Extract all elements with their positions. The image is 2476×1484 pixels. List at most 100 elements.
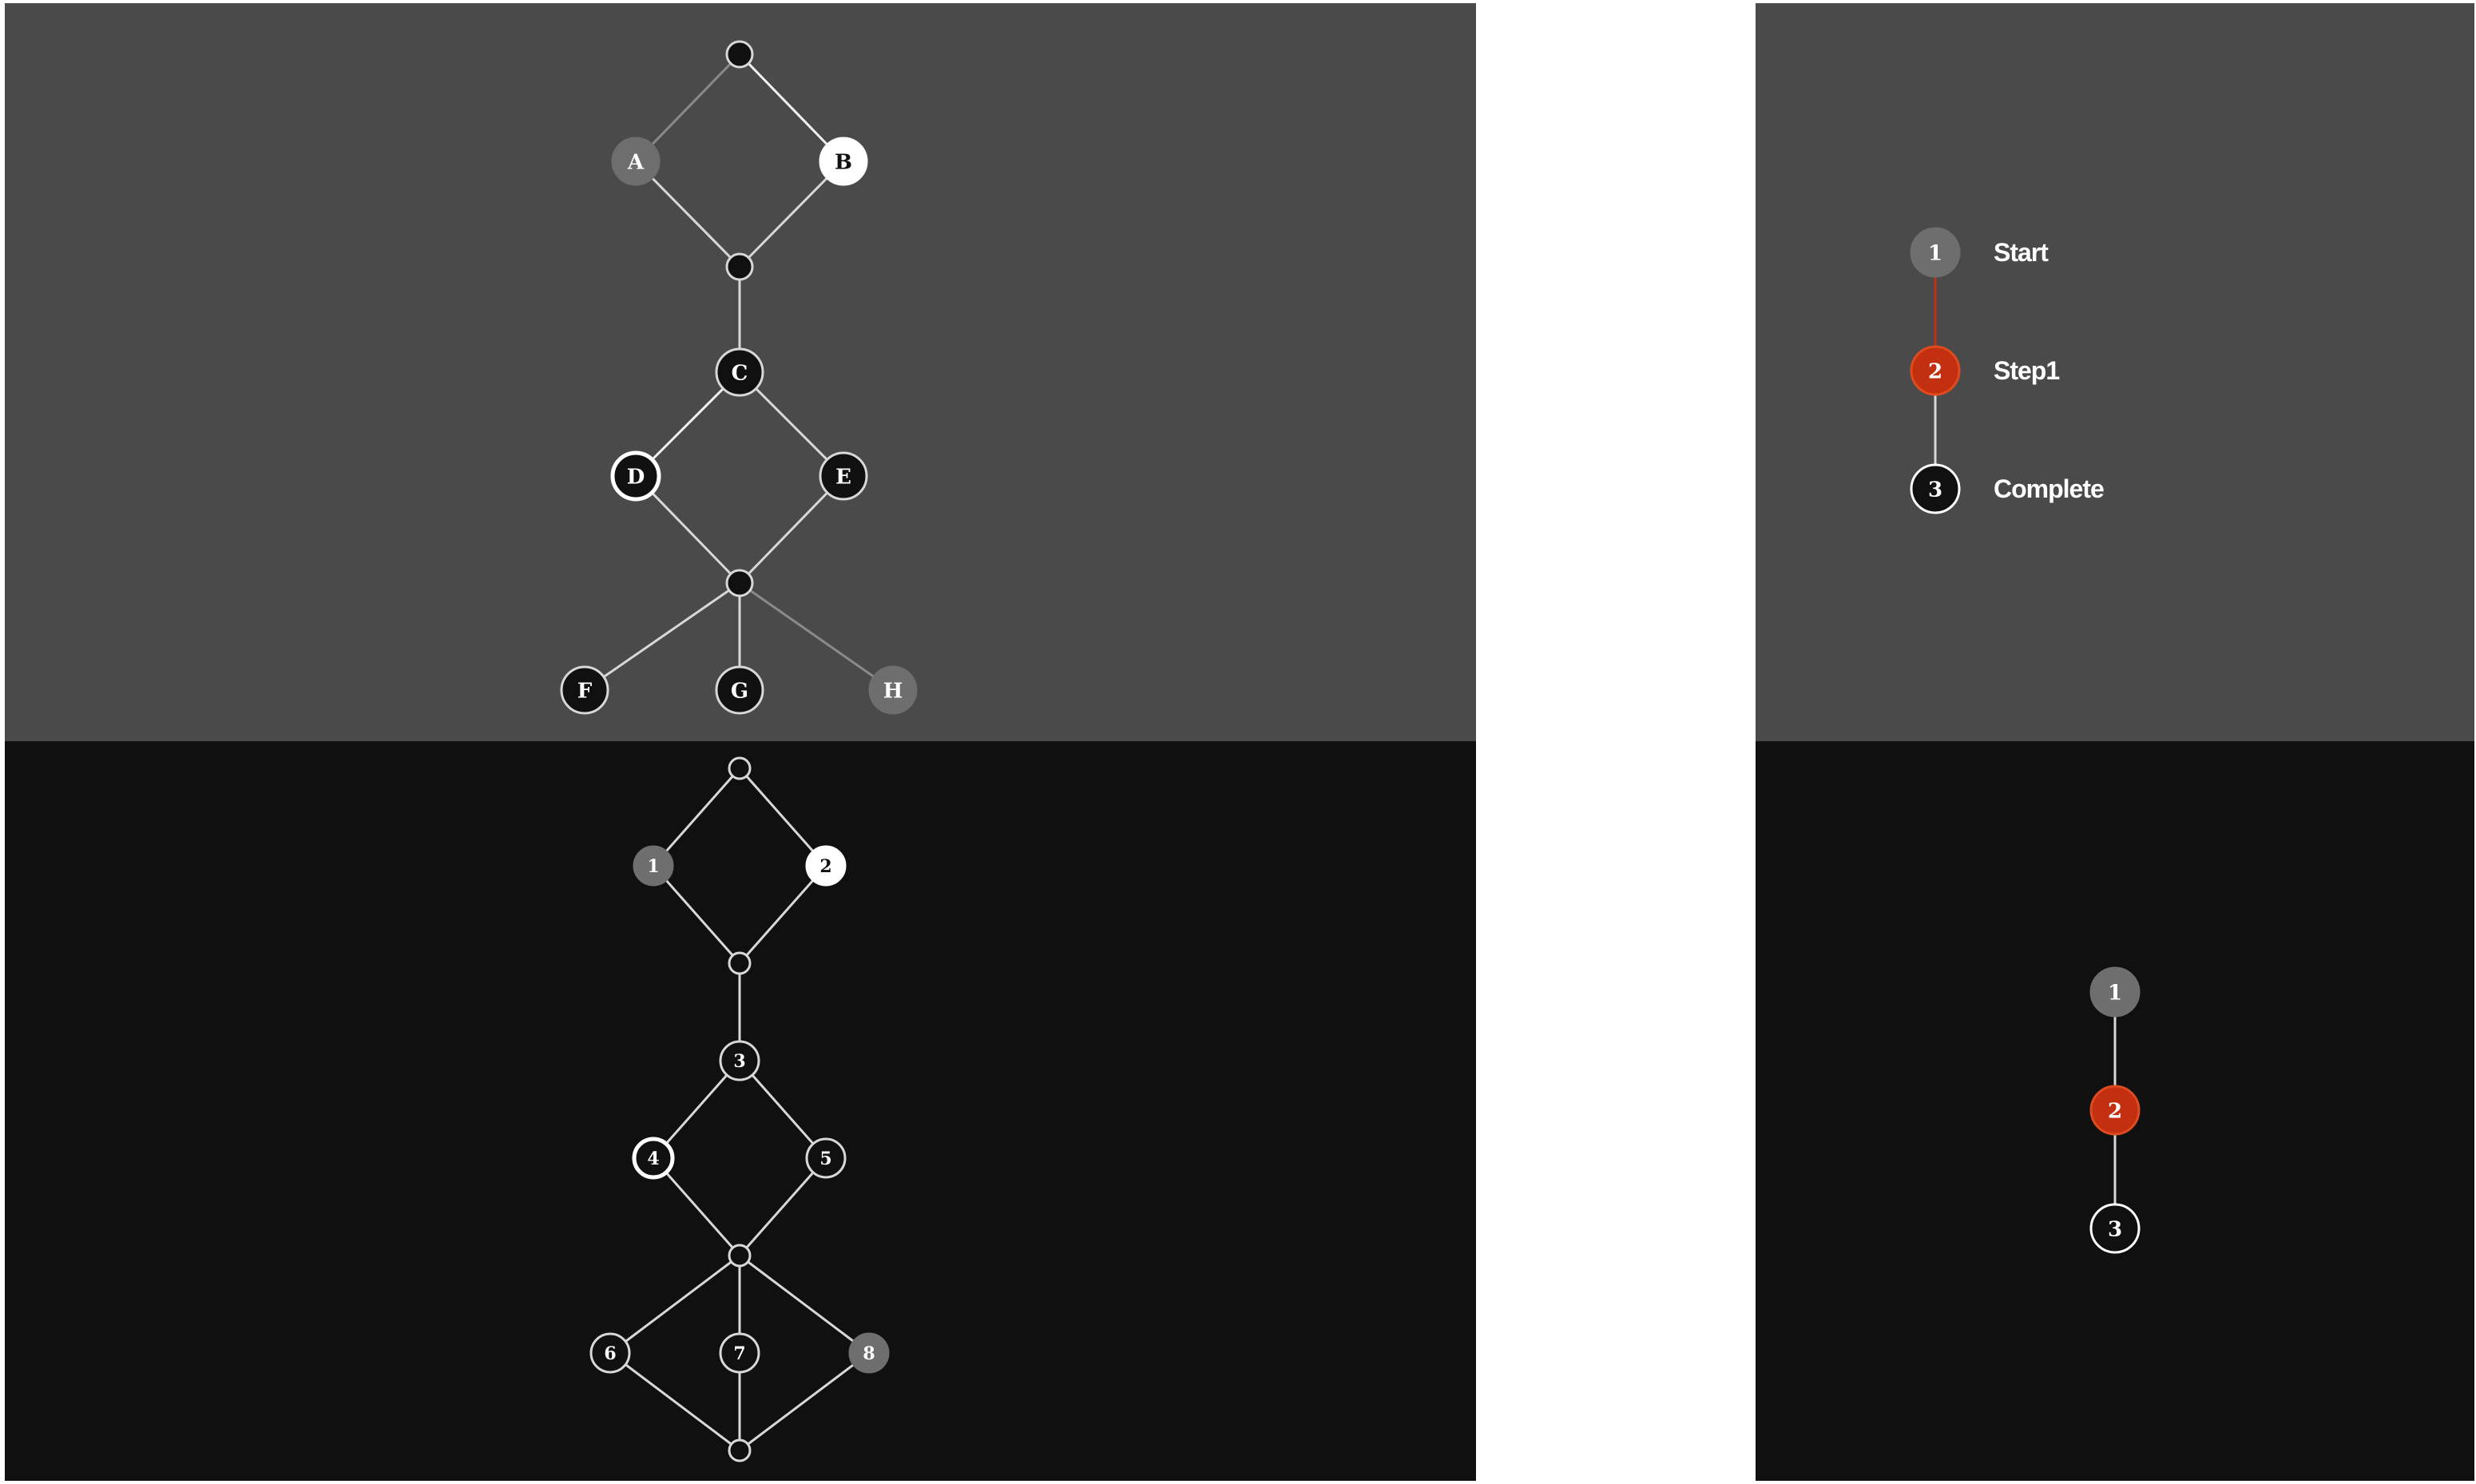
step-number: 1 [2108, 981, 2122, 1005]
junction-node [728, 1438, 752, 1462]
edge-j2-F [584, 581, 740, 692]
node-label: F [577, 679, 593, 703]
node-label: 7 [733, 1343, 745, 1364]
nodes: 1 2 3 4 5 6 7 8 [589, 756, 890, 1462]
node-circle [611, 137, 661, 186]
graph-node-8: 8 [848, 1332, 890, 1374]
edge-j2-n6 [609, 1254, 740, 1355]
node-label: 8 [863, 1343, 875, 1364]
graph-node-5: 5 [805, 1137, 847, 1179]
graph-node-7: 7 [719, 1332, 760, 1374]
junction-node [725, 252, 754, 281]
step-3-marker: 3 [1910, 463, 1961, 514]
node-label: E [835, 465, 851, 489]
edge-n6-bottom [609, 1351, 740, 1452]
node-circle [805, 1137, 847, 1179]
node-circle [868, 665, 918, 715]
letter-graph: A B C D E F G H [560, 40, 918, 715]
graph-node-6: 6 [589, 1332, 631, 1374]
edge-n3-n4 [652, 1060, 741, 1159]
node-circle [725, 252, 754, 281]
compact-stepper-panel: 1 2 3 [1756, 741, 2474, 1481]
node-circle [725, 569, 754, 597]
node-circle [719, 1332, 760, 1374]
node-circle [728, 951, 752, 975]
graph-node-F: F [560, 665, 609, 715]
edge-top-n2 [738, 768, 827, 867]
number-graph: 1 2 3 4 5 6 7 8 [589, 756, 890, 1462]
node-circle [728, 1244, 752, 1268]
node-label: D [627, 465, 645, 489]
step-1-marker: 1 [2089, 966, 2141, 1018]
edge-n1-j1 [652, 865, 741, 964]
node-label: 2 [819, 856, 831, 877]
graph-node-1: 1 [633, 845, 674, 887]
edge-top-B [738, 53, 845, 163]
step-label-step1: Step1 [1994, 356, 2060, 385]
graph-node-3: 3 [719, 1040, 760, 1081]
edge-n5-j2 [738, 1157, 827, 1256]
labeled-stepper: 1 2 3 [1910, 227, 1961, 514]
graph-node-A: A [611, 137, 661, 186]
node-label: G [731, 679, 748, 703]
step-label-complete: Complete [1994, 474, 2105, 503]
labeled-stepper-panel: 1 2 3 Start Step1 Complete [1756, 3, 2474, 741]
step-number: 2 [1928, 359, 1942, 383]
graph-node-4: 4 [632, 1137, 675, 1180]
node-circle [589, 1332, 631, 1374]
edge-j2-n8 [739, 1254, 870, 1355]
node-circle [715, 347, 764, 397]
node-circle [715, 665, 764, 715]
graph-node-D: D [610, 450, 661, 502]
node-circle [560, 665, 609, 715]
step-2-marker: 2 [2089, 1085, 2141, 1136]
junction-node [728, 756, 752, 780]
edge-C-E [738, 371, 845, 478]
node-circle [725, 40, 754, 69]
junction-node [728, 1244, 752, 1268]
graph-node-E: E [819, 451, 868, 501]
node-label: 3 [733, 1051, 745, 1072]
step-2-marker: 2 [1910, 345, 1961, 396]
node-circle [848, 1332, 890, 1374]
step-circle [2089, 966, 2141, 1018]
node-circle [805, 845, 847, 887]
step-circle [1910, 463, 1961, 514]
graph-node-G: G [715, 665, 764, 715]
node-circle [728, 756, 752, 780]
node-label: H [883, 679, 903, 703]
nodes: A B C D E F G H [560, 40, 918, 715]
node-circle [819, 137, 868, 186]
node-circle [719, 1040, 760, 1081]
graph-node-C: C [715, 347, 764, 397]
step-label-start: Start [1994, 238, 2049, 267]
step-circle [2089, 1203, 2141, 1254]
node-label: A [627, 150, 645, 174]
graph-node-2: 2 [805, 845, 847, 887]
edge-n8-bottom [739, 1351, 870, 1452]
node-label: 4 [647, 1149, 659, 1169]
edge-n4-j2 [652, 1157, 741, 1256]
node-label: C [732, 361, 748, 385]
graph-node-B: B [819, 137, 868, 186]
edge-n3-n5 [738, 1060, 827, 1159]
number-graph-panel: 1 2 3 4 5 6 7 8 [5, 741, 1476, 1481]
step-3-marker: 3 [2089, 1203, 2141, 1254]
step-number: 1 [1928, 241, 1942, 265]
step-number: 3 [2108, 1217, 2122, 1241]
junction-node [725, 569, 754, 597]
edge-top-A [634, 53, 741, 163]
edge-E-j2 [738, 474, 845, 585]
graph-node-H: H [868, 665, 918, 715]
step-circle [2089, 1085, 2141, 1136]
step-number: 2 [2108, 1099, 2122, 1123]
node-label: 6 [604, 1343, 616, 1364]
edge-B-j1 [738, 160, 845, 268]
letter-graph-panel: A B C D E F G H [5, 3, 1476, 741]
edges [584, 53, 894, 692]
node-label: 5 [819, 1149, 831, 1169]
node-circle [728, 1438, 752, 1462]
edge-top-n1 [652, 768, 741, 867]
edge-A-j1 [634, 160, 741, 268]
junction-node [728, 951, 752, 975]
